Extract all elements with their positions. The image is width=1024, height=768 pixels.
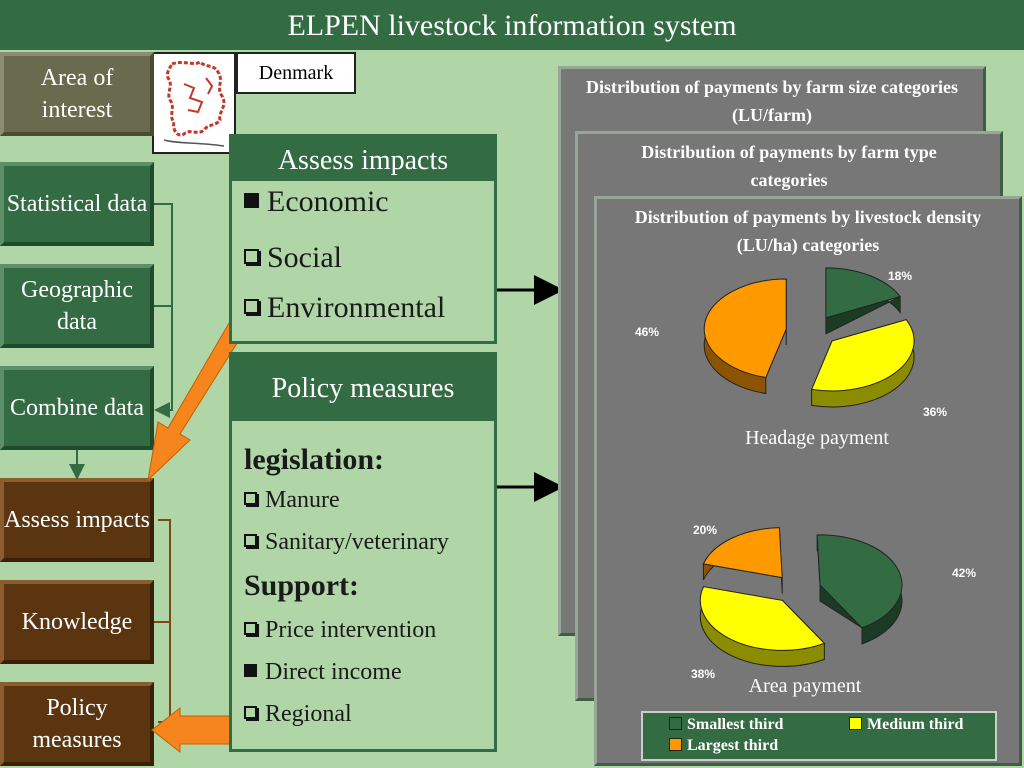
nav-area-of-interest-button[interactable]: Area of interest (0, 52, 154, 136)
nav-knowledge-label: Knowledge (21, 608, 133, 635)
headage-label-smallest: 18% (888, 269, 913, 283)
legend-item-smallest: Smallest third (669, 716, 783, 734)
empty-checkbox-icon (244, 622, 257, 635)
assess-impacts-panel-title: Assess impacts (232, 137, 494, 181)
nav-policy-measures-button[interactable]: Policy measures (0, 682, 154, 766)
nav-geographic-data-button[interactable]: Geographic data (0, 264, 154, 348)
policy-option-direct-income[interactable]: Direct income (244, 659, 402, 686)
denmark-map-icon (163, 60, 226, 147)
legend-swatch-largest (669, 738, 682, 751)
policy-option-label: Manure (265, 487, 340, 513)
policy-option-manure[interactable]: Manure (244, 487, 340, 514)
headage-pie-slice-smallest (825, 267, 901, 319)
orange-arrow-to-assess-icon (147, 317, 245, 482)
area-pie-slice-smallest (816, 534, 903, 629)
nav-area-of-interest-label: Area of interest (40, 64, 114, 123)
impact-option-environmental[interactable]: Environmental (244, 291, 445, 325)
nav-combine-data-label: Combine data (10, 394, 144, 421)
impact-option-label: Economic (267, 185, 389, 218)
assess-impacts-panel: Assess impacts Economic Social Environme… (229, 134, 497, 344)
page-title: ELPEN livestock information system (0, 0, 1024, 50)
nav-knowledge-button[interactable]: Knowledge (0, 580, 154, 664)
area-pie-slice-medium (699, 586, 826, 651)
headage-label-largest: 46% (635, 325, 660, 339)
area-label-largest: 20% (693, 523, 718, 537)
pie-charts (699, 267, 915, 667)
farm-size-card-title: Distribution of payments by farm size ca… (586, 77, 958, 125)
legend-label: Smallest third (687, 716, 784, 733)
policy-option-price-intervention[interactable]: Price intervention (244, 617, 436, 644)
empty-checkbox-icon (244, 299, 259, 314)
support-heading: Support: (244, 569, 360, 602)
empty-checkbox-icon (244, 706, 257, 719)
area-chart-title: Area payment (748, 675, 862, 697)
nav-statistical-data-label: Statistical data (6, 190, 148, 217)
area-label-smallest: 42% (952, 566, 977, 580)
livestock-density-card[interactable]: Distribution of payments by livestock de… (594, 196, 1022, 766)
legend-swatch-medium (849, 717, 862, 730)
legend-item-largest: Largest third (669, 737, 778, 755)
policy-option-sanitary[interactable]: Sanitary/veterinary (244, 529, 449, 556)
policy-option-regional[interactable]: Regional (244, 701, 352, 728)
policy-measures-panel: Policy measures legislation: Manure Sani… (229, 352, 497, 752)
filled-square-icon (244, 193, 259, 208)
headage-pie-slice-largest (703, 278, 787, 379)
legend-label: Medium third (867, 716, 964, 733)
area-label-medium: 38% (691, 667, 716, 681)
policy-option-label: Direct income (265, 659, 402, 685)
policy-option-label: Sanitary/veterinary (265, 529, 449, 555)
headage-pie-slice-medium (810, 319, 915, 392)
filled-square-icon (244, 664, 257, 677)
nav-combine-data-button[interactable]: Combine data (0, 366, 154, 450)
legend-swatch-smallest (669, 717, 682, 730)
policy-measures-panel-title: Policy measures (232, 355, 494, 421)
legislation-heading: legislation: (244, 443, 384, 476)
headage-chart-title: Headage payment (745, 427, 889, 449)
livestock-density-card-title: Distribution of payments by livestock de… (634, 207, 982, 255)
orange-arrow-to-policy-icon (151, 706, 233, 754)
farm-type-card-title: Distribution of payments by farm type ca… (641, 142, 937, 190)
empty-checkbox-icon (244, 249, 259, 264)
impact-option-social[interactable]: Social (244, 241, 342, 275)
impact-option-economic[interactable]: Economic (244, 185, 389, 219)
nav-assess-impacts-button[interactable]: Assess impacts (0, 478, 154, 562)
empty-checkbox-icon (244, 534, 257, 547)
policy-option-label: Regional (265, 701, 352, 727)
area-pie-slice-largest (702, 527, 783, 579)
empty-checkbox-icon (244, 492, 257, 505)
nav-geographic-data-label: Geographic data (21, 276, 133, 335)
impact-option-label: Environmental (267, 291, 446, 324)
policy-option-label: Price intervention (265, 617, 437, 643)
headage-label-medium: 36% (923, 405, 948, 419)
nav-statistical-data-button[interactable]: Statistical data (0, 162, 154, 246)
chart-legend: Smallest third Medium third Largest thir… (641, 711, 997, 761)
legend-label: Largest third (687, 737, 779, 754)
impact-option-label: Social (267, 241, 342, 274)
nav-policy-measures-label: Policy measures (32, 694, 122, 753)
nav-assess-impacts-label: Assess impacts (4, 506, 150, 533)
map-label: Denmark (236, 52, 356, 94)
legend-item-medium: Medium third (849, 716, 963, 734)
